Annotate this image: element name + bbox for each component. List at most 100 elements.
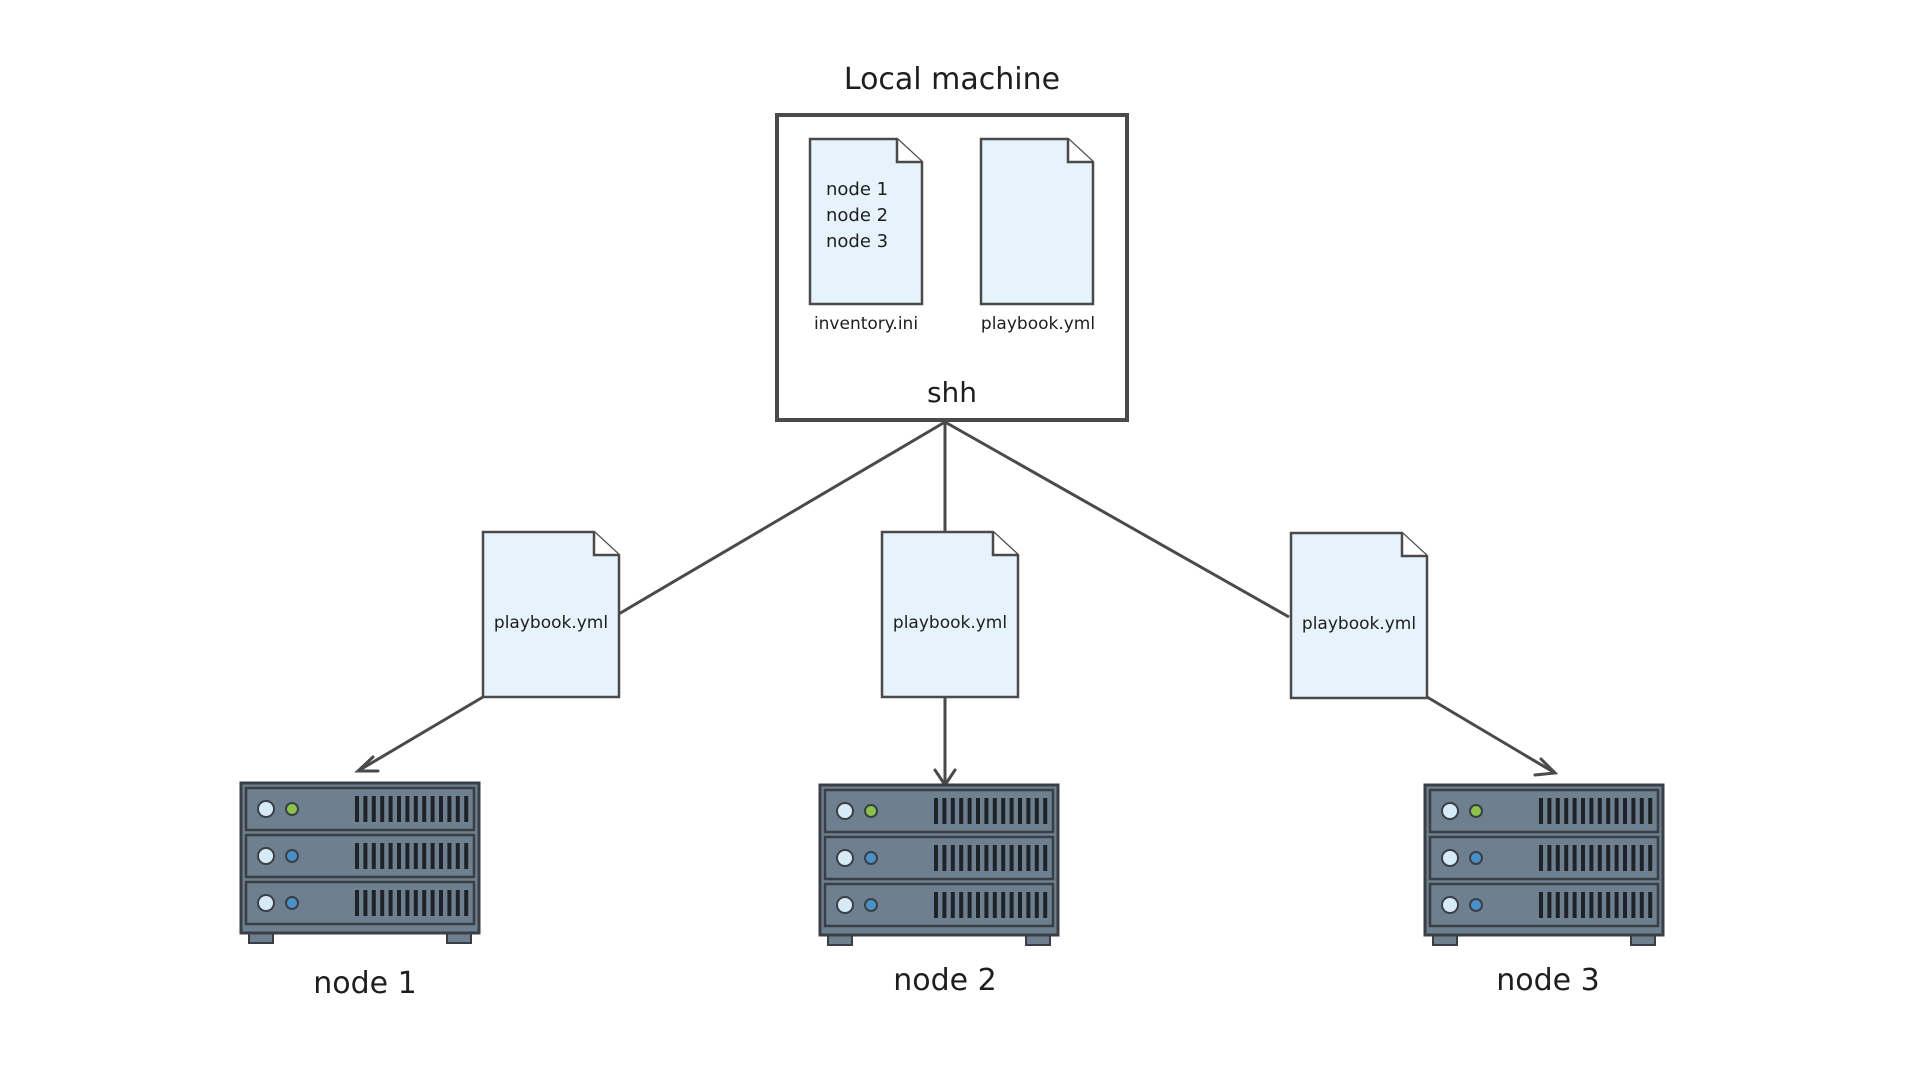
vent-slot [380, 796, 385, 822]
vent-slot [380, 843, 385, 869]
power-button-icon [1441, 896, 1459, 914]
vent-slot [1547, 892, 1552, 918]
vent-slot [1648, 892, 1653, 918]
vent-slot [405, 843, 410, 869]
vent-slot [934, 798, 938, 824]
vent-slot [1589, 798, 1594, 824]
node-2-label: node 2 [893, 963, 997, 998]
vent-slot [1623, 845, 1627, 871]
vent-slot [1639, 798, 1644, 824]
arrow-line-3 [1426, 695, 1556, 775]
vent-slot [447, 796, 452, 822]
vent-slot [1018, 892, 1022, 918]
vent-slot [976, 845, 980, 871]
server-unit [823, 882, 1055, 928]
vent-slot [447, 890, 452, 916]
vent-slot [1539, 845, 1543, 871]
vent-slot [959, 892, 964, 918]
arrow-line-1 [357, 695, 484, 773]
vent-slot [1539, 892, 1543, 918]
vent-slot [950, 845, 955, 871]
vent-slot [1547, 798, 1552, 824]
vent-slot [1026, 845, 1031, 871]
vent-slot [422, 796, 427, 822]
vent-slot [405, 796, 410, 822]
inventory-line-3: node 3 [826, 231, 889, 252]
vent-slot [1555, 892, 1560, 918]
vent-slot [984, 845, 989, 871]
vent-slot [455, 796, 460, 822]
vent-slot [967, 798, 972, 824]
vent-slot [984, 798, 989, 824]
local-machine-title: Local machine [843, 62, 1061, 97]
vent-slot [950, 892, 955, 918]
transfer-doc-2 [880, 530, 1020, 699]
vent-slot [1034, 845, 1039, 871]
vent-slot [1581, 845, 1585, 871]
vent-slot [363, 843, 368, 869]
vent-slot [934, 892, 938, 918]
vent-slot [967, 845, 972, 871]
vent-slot [371, 843, 376, 869]
vent-slot [413, 796, 418, 822]
vent-slot [1018, 845, 1022, 871]
status-led-icon [1469, 898, 1483, 912]
vent-slot [380, 890, 385, 916]
vent-slot [422, 890, 427, 916]
vent-slot [388, 796, 393, 822]
vent-slot [1614, 845, 1619, 871]
vent-slot [413, 843, 418, 869]
vent-slot [1009, 892, 1014, 918]
transfer-doc-2-label: playbook.yml [892, 613, 1008, 633]
vent-slot [397, 843, 401, 869]
vent-slot [447, 843, 452, 869]
server-unit [823, 835, 1055, 881]
vent-slot [422, 843, 427, 869]
power-button-icon [836, 896, 854, 914]
vent-slot [1026, 892, 1031, 918]
status-led-icon [285, 802, 299, 816]
transfer-doc-3-label: playbook.yml [1301, 614, 1417, 634]
vent-slot [934, 845, 938, 871]
status-led-icon [285, 896, 299, 910]
servers [239, 781, 1665, 946]
vent-slot [992, 892, 997, 918]
vent-slot [1034, 798, 1039, 824]
vent-slot [1631, 845, 1636, 871]
vent-slot [942, 798, 947, 824]
transfer-doc-3 [1289, 531, 1429, 700]
server-1 [239, 781, 481, 944]
vent-slot [397, 796, 401, 822]
vent-slot [1597, 845, 1602, 871]
vent-slot [1589, 892, 1594, 918]
vent-slot [371, 890, 376, 916]
vent-slot [405, 890, 410, 916]
node-1-label: node 1 [313, 966, 417, 1001]
playbook-file-name: playbook.yml [980, 314, 1096, 334]
vent-slot [1631, 892, 1636, 918]
vent-slot [1547, 845, 1552, 871]
vent-slot [1018, 798, 1022, 824]
inventory-file-icon [808, 137, 924, 306]
server-unit [1428, 835, 1660, 881]
ssh-label: shh [926, 376, 978, 409]
vent-slot [1597, 798, 1602, 824]
vent-slot [1606, 845, 1611, 871]
vent-slot [1623, 798, 1627, 824]
power-button-icon [257, 894, 275, 912]
power-button-icon [257, 800, 275, 818]
vent-slot [1564, 798, 1569, 824]
server-2 [818, 783, 1060, 946]
vent-slot [371, 796, 376, 822]
vent-slot [430, 796, 435, 822]
vent-slot [1589, 845, 1594, 871]
power-button-icon [1441, 849, 1459, 867]
power-button-icon [836, 849, 854, 867]
transfer-doc-1 [481, 530, 621, 699]
line-to-doc-3 [944, 420, 1290, 619]
vent-slot [1606, 798, 1611, 824]
vent-slot [1623, 892, 1627, 918]
vent-slot [1581, 798, 1585, 824]
inventory-file-contents: node 1 node 2 node 3 [826, 177, 888, 255]
vent-slot [1001, 798, 1006, 824]
